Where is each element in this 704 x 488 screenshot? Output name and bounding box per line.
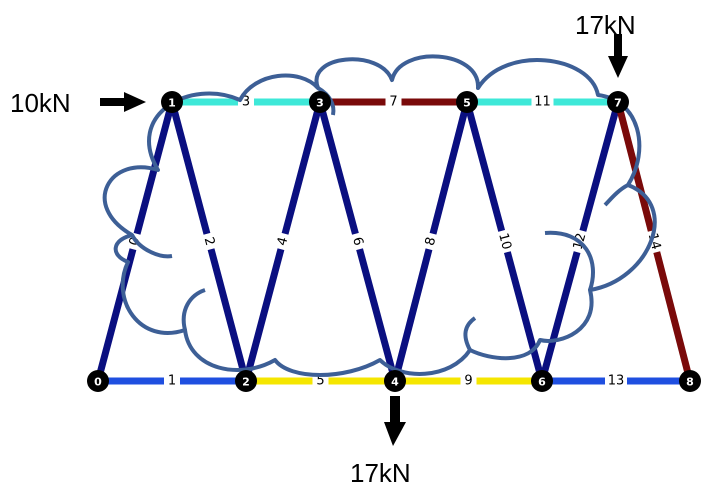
node-label: 0 <box>94 376 102 389</box>
cloud-bump <box>130 233 173 259</box>
member-label-4: 4 <box>273 231 293 252</box>
arrow-right-icon <box>100 98 126 106</box>
node-3: 3 <box>309 91 331 113</box>
node-label: 1 <box>168 97 176 110</box>
cloud-outline <box>102 54 657 377</box>
member-label-text: 9 <box>464 374 472 389</box>
member-label-1: 1 <box>164 373 180 389</box>
member-label-text: 4 <box>275 236 292 248</box>
node-label: 8 <box>686 376 694 389</box>
arrow-down-icon <box>614 34 622 58</box>
member-label-10: 10 <box>493 228 516 255</box>
node-marker <box>607 91 629 113</box>
node-label: 4 <box>391 376 399 389</box>
member-label-text: 6 <box>349 236 366 248</box>
member-label-6: 6 <box>347 231 368 252</box>
load-3: 17kN <box>350 396 411 488</box>
member-label-5: 5 <box>312 373 329 389</box>
member-label-8: 8 <box>421 231 441 252</box>
member-label-text: 7 <box>389 95 397 110</box>
node-marker <box>235 370 257 392</box>
node-0: 0 <box>87 370 109 392</box>
node-label: 7 <box>614 97 622 110</box>
node-label: 5 <box>463 97 471 110</box>
cloud-bump <box>544 230 595 291</box>
node-marker <box>309 91 331 113</box>
member-label-text: 13 <box>608 374 625 389</box>
member-label-text: 3 <box>242 95 250 110</box>
node-7: 7 <box>607 91 629 113</box>
member-label-9: 9 <box>460 373 477 389</box>
member-label-7: 7 <box>385 94 402 110</box>
member-label-text: 11 <box>534 95 551 110</box>
member-label-13: 13 <box>605 373 627 389</box>
member-label-text: 10 <box>495 232 514 252</box>
cloud-bump <box>181 288 206 331</box>
node-1: 1 <box>161 91 183 113</box>
cloud-bump <box>603 183 629 207</box>
arrow-down-icon <box>390 396 400 424</box>
member-label-text: 1 <box>168 374 176 389</box>
node-4: 4 <box>384 370 406 392</box>
member-label-text: 5 <box>316 374 324 389</box>
member-label-11: 11 <box>531 94 554 110</box>
load-label: 17kN <box>575 10 636 40</box>
node-2: 2 <box>235 370 257 392</box>
node-6: 6 <box>531 370 553 392</box>
load-label: 17kN <box>350 458 411 488</box>
node-marker <box>161 91 183 113</box>
node-5: 5 <box>456 91 478 113</box>
load-2: 17kN <box>575 10 636 78</box>
node-label: 2 <box>242 376 250 389</box>
arrow-head <box>384 422 406 446</box>
load-1: 10kN <box>10 88 146 118</box>
load-label: 10kN <box>10 88 71 118</box>
arrow-head <box>608 56 628 78</box>
loads-layer: 10kN 17kN 17kN <box>10 10 636 488</box>
member-label-text: 2 <box>201 236 218 248</box>
cloud-bump <box>463 316 477 351</box>
member-label-text: 8 <box>423 236 440 248</box>
node-label: 6 <box>538 376 546 389</box>
arrow-head <box>124 92 146 112</box>
node-marker <box>456 91 478 113</box>
member-label-2: 2 <box>199 231 219 252</box>
node-label: 3 <box>316 97 324 110</box>
node-marker <box>531 370 553 392</box>
nodes-layer: 0 1 2 3 4 5 6 7 8 <box>87 91 701 392</box>
node-marker <box>384 370 406 392</box>
node-8: 8 <box>679 370 701 392</box>
node-marker <box>679 370 701 392</box>
node-marker <box>87 370 109 392</box>
